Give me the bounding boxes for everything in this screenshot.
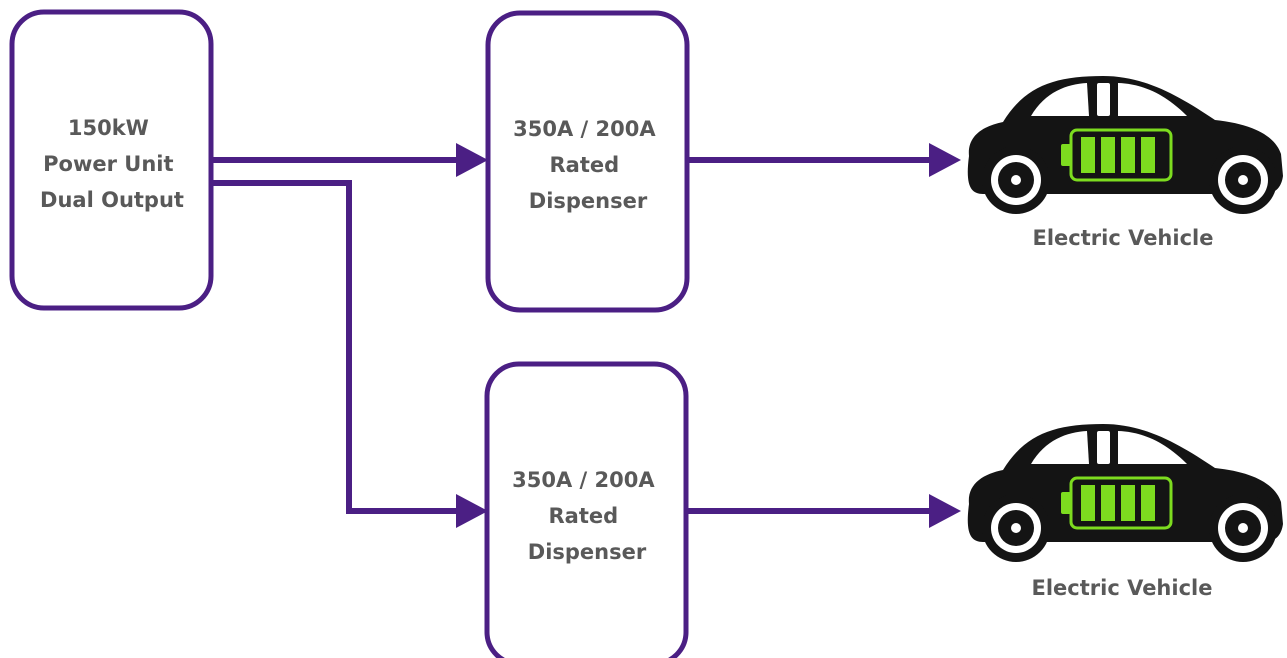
dispenser-box-1 xyxy=(485,10,690,313)
power-unit-label: 150kW Power Unit Dual Output xyxy=(40,116,184,212)
vehicle-node-1: Electric Vehicle xyxy=(966,74,1285,250)
arrowhead-dispenser-1 xyxy=(456,143,488,177)
arrowhead-dispenser-2 xyxy=(456,494,488,528)
dispenser-node-1: 350A / 200A Rated Dispenser xyxy=(485,10,690,313)
dispenser-1-line-1: 350A / 200A xyxy=(513,117,656,141)
dispenser-2-line-2: Rated xyxy=(549,504,619,528)
power-unit-node: 150kW Power Unit Dual Output xyxy=(9,9,214,311)
vehicle-1-label: Electric Vehicle xyxy=(1033,226,1214,250)
dispenser-1-label: 350A / 200A Rated Dispenser xyxy=(513,117,663,213)
power-unit-line-2: Power Unit xyxy=(43,152,173,176)
connector-power-to-dispenser-2 xyxy=(212,180,460,514)
electric-car-icon xyxy=(966,74,1285,216)
power-unit-line-3: Dual Output xyxy=(40,188,184,212)
arrowhead-vehicle-1 xyxy=(929,143,961,177)
dispenser-2-label: 350A / 200A Rated Dispenser xyxy=(512,468,662,564)
dispenser-2-line-1: 350A / 200A xyxy=(512,468,655,492)
power-unit-box xyxy=(9,9,214,311)
vehicle-node-2: Electric Vehicle xyxy=(966,422,1285,600)
dispenser-box-2 xyxy=(484,361,689,658)
dispenser-2-line-3: Dispenser xyxy=(528,540,647,564)
arrowhead-vehicle-2 xyxy=(929,494,961,528)
dispenser-1-line-2: Rated xyxy=(550,153,620,177)
power-unit-line-1: 150kW xyxy=(68,116,149,140)
dispenser-node-2: 350A / 200A Rated Dispenser xyxy=(484,361,689,658)
dispenser-1-line-3: Dispenser xyxy=(529,189,648,213)
vehicle-2-label: Electric Vehicle xyxy=(1032,576,1213,600)
connectors xyxy=(212,143,961,528)
electric-car-icon xyxy=(966,422,1285,564)
